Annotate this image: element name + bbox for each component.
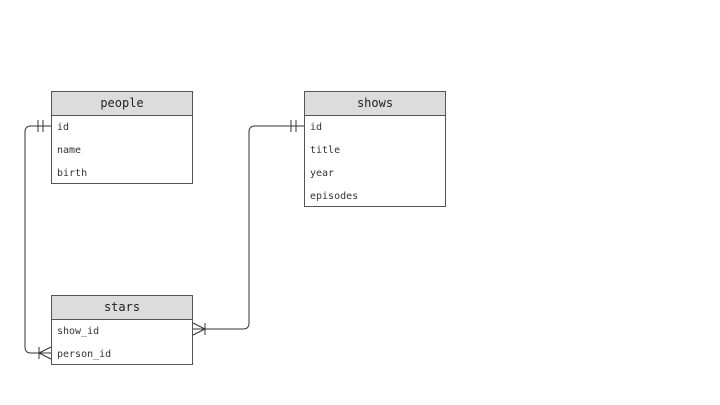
- table-header-shows: shows: [305, 92, 445, 116]
- table-shows[interactable]: shows id title year episodes: [304, 91, 446, 207]
- show-id-crowfoot-bottom: [192, 328, 206, 336]
- field-shows-year: year: [310, 168, 335, 179]
- table-stars[interactable]: stars show_id person_id: [51, 295, 193, 365]
- field-shows-id: id: [310, 122, 323, 133]
- field-people-birth: birth: [57, 168, 88, 179]
- person-id-crowfoot-top: [38, 346, 52, 354]
- field-stars-person-id: person_id: [57, 349, 112, 360]
- show-id-crowfoot-top: [192, 322, 206, 330]
- connector-shows-stars: [193, 125, 304, 330]
- field-shows-episodes: episodes: [310, 191, 359, 202]
- field-people-id: id: [57, 122, 70, 133]
- field-shows-title: title: [310, 145, 341, 156]
- field-stars-show-id: show_id: [57, 326, 100, 337]
- field-people-name: name: [57, 145, 82, 156]
- person-id-crowfoot-bottom: [38, 352, 52, 360]
- table-header-people: people: [52, 92, 192, 116]
- connector-people-stars: [24, 125, 51, 354]
- table-header-stars: stars: [52, 296, 192, 320]
- table-people[interactable]: people id name birth: [51, 91, 193, 184]
